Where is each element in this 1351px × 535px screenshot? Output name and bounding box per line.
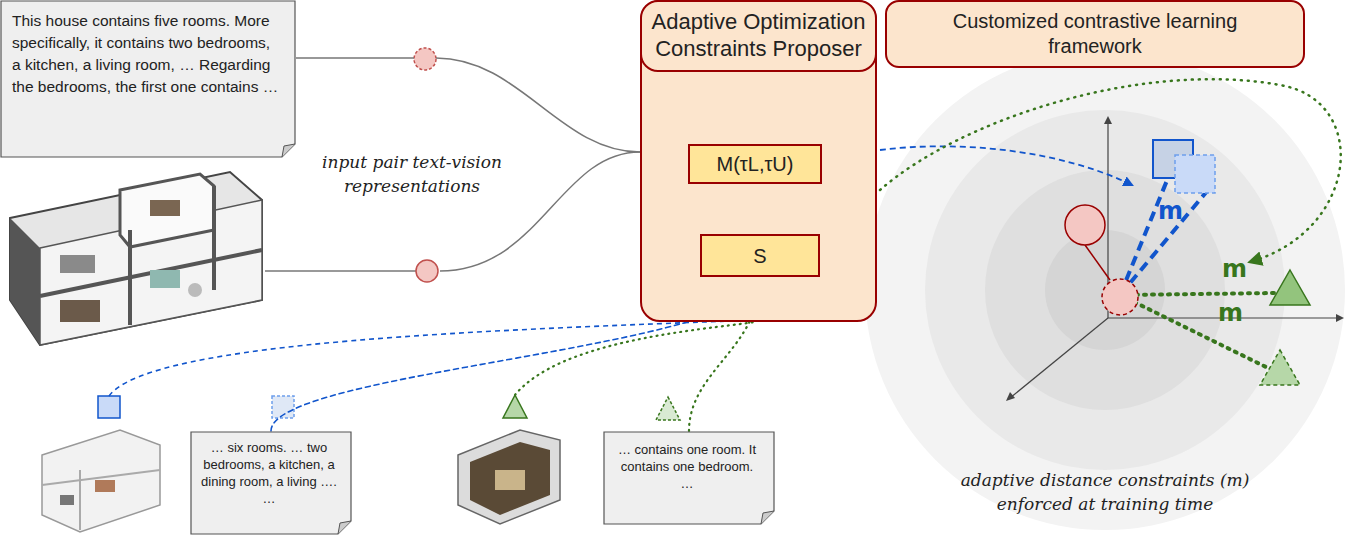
node-text: This house contains five rooms. More spe… bbox=[12, 10, 282, 98]
connector bbox=[296, 58, 699, 256]
node-text: … contains one room. It contains one bed… bbox=[613, 441, 761, 492]
annotation-text: input pair text-vision representations bbox=[312, 150, 512, 198]
text-embedding bbox=[414, 48, 436, 70]
constraint-arc bbox=[880, 79, 1341, 262]
node-text: Customized contrastive learning framewor… bbox=[927, 9, 1263, 59]
vision-embedding bbox=[416, 260, 438, 282]
margin-symbol: m bbox=[1218, 298, 1240, 329]
similarity-box: S bbox=[700, 234, 820, 277]
embedding-space bbox=[865, 50, 1345, 530]
house-render bbox=[10, 172, 262, 345]
margin-function-box: M(τL,τU) bbox=[688, 144, 822, 184]
negative-text-sample: … contains one room. It contains one bed… bbox=[603, 431, 775, 525]
annotation-text: adaptive distance constraints (m) enforc… bbox=[945, 468, 1265, 516]
node-text: … six rooms. … two bedrooms, a kitchen, … bbox=[200, 439, 338, 507]
room-thumbnail bbox=[458, 430, 560, 524]
house-thumbnail bbox=[42, 430, 160, 532]
margin-symbol: m bbox=[1222, 254, 1244, 285]
margin-symbol: m bbox=[1158, 196, 1180, 227]
module-title: Adaptive Optimization Constraints Propos… bbox=[640, 0, 877, 72]
node-text: M(τL,τU) bbox=[717, 152, 794, 176]
negative-text-sample: … six rooms. … two bedrooms, a kitchen, … bbox=[190, 431, 352, 535]
text-description: This house contains five rooms. More spe… bbox=[0, 0, 296, 158]
proposer-module: Adaptive Optimization Constraints Propos… bbox=[640, 0, 877, 322]
sample-marker bbox=[98, 396, 120, 418]
constraint-arrow bbox=[880, 146, 1132, 185]
framework-box: Customized contrastive learning framewor… bbox=[885, 0, 1305, 68]
node-text: S bbox=[753, 244, 766, 268]
